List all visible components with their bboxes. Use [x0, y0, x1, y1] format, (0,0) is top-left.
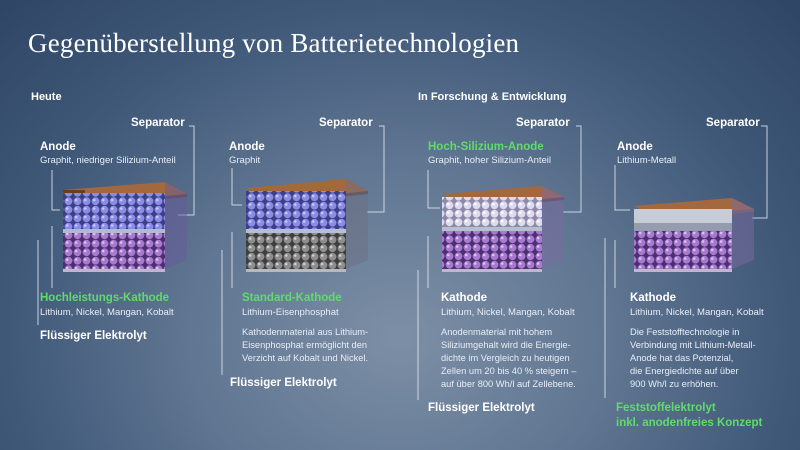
cell2-anode-label: Anode [229, 141, 265, 153]
cell1-separator-label: Separator [131, 117, 185, 129]
cell4-anode-material: Lithium-Metall [617, 155, 677, 166]
cell4-separator-label: Separator [706, 117, 760, 129]
cell2-battery-illustration [246, 179, 368, 272]
cell1-cathode-material: Lithium, Nickel, Mangan, Kobalt [40, 307, 174, 318]
cell4-description: Die Feststofftechnologie in Verbindung m… [630, 326, 756, 391]
cell1-anode-material: Graphit, niedriger Silizium-Anteil [40, 155, 176, 166]
cell3-description: Anodenmaterial mit hohem Siliziumgehalt … [441, 326, 576, 391]
cell3-electrolyte-label: Flüssiger Elektrolyt [428, 402, 535, 414]
cell3-battery-illustration [442, 186, 564, 272]
description-line: dichte im Vergleich zu heutigen [441, 353, 570, 363]
page-title: Gegenüberstellung von Batterietechnologi… [28, 28, 520, 58]
description-line: Die Feststofftechnologie in [630, 327, 740, 337]
description-line: auf über 800 Wh/l auf Zellebene. [441, 379, 576, 389]
cell1-electrolyte-label: Flüssiger Elektrolyt [40, 330, 147, 342]
description-line: Verbindung mit Lithium-Metall- [630, 340, 756, 350]
cell4-electrolyte-note: inkl. anodenfreies Konzept [616, 417, 763, 429]
description-line: Eisenphosphat ermöglicht den [242, 340, 368, 350]
description-line: die Energiedichte auf über [630, 366, 739, 376]
cell4-cathode-material: Lithium, Nickel, Mangan, Kobalt [630, 307, 764, 318]
description-line: Siliziumgehalt wird die Energie- [441, 340, 571, 350]
cell3-anode-material: Graphit, hoher Silizium-Anteil [428, 155, 552, 166]
cell4-battery-illustration [634, 198, 754, 272]
cell3-anode-label: Hoch-Silizium-Anode [428, 141, 544, 153]
section-heading-research: In Forschung & Entwicklung [418, 91, 567, 103]
description-line: Zellen um 20 bis 40 % steigern – [441, 366, 577, 376]
cell4-anode-label: Anode [617, 141, 653, 153]
cell2-description: Kathodenmaterial aus Lithium- Eisenphosp… [242, 326, 368, 365]
cell3-cathode-label: Kathode [441, 292, 487, 304]
cell2-cathode-label: Standard-Kathode [242, 292, 342, 304]
description-line: Verzicht auf Kobalt und Nickel. [242, 353, 369, 363]
cell4-cathode-label: Kathode [630, 292, 676, 304]
cell1-anode-label: Anode [40, 141, 76, 153]
description-line: Anodenmaterial mit hohem [441, 327, 553, 337]
cell2-anode-material: Graphit [229, 155, 261, 166]
section-heading-today: Heute [31, 91, 62, 103]
description-line: Anode hat das Potenzial, [630, 353, 734, 363]
cell4-electrolyte-label: Feststoffelektrolyt [616, 402, 716, 414]
description-line: 900 Wh/l zu erhöhen. [630, 379, 719, 389]
description-line: Kathodenmaterial aus Lithium- [242, 327, 369, 337]
cell2-separator-label: Separator [319, 117, 373, 129]
cell3-cathode-material: Lithium, Nickel, Mangan, Kobalt [441, 307, 575, 318]
cell1-battery-illustration [63, 182, 187, 272]
cell1-cathode-label: Hochleistungs-Kathode [40, 292, 170, 304]
cell2-cathode-material: Lithium-Eisenphosphat [242, 307, 339, 318]
cell3-separator-label: Separator [516, 117, 570, 129]
cell2-electrolyte-label: Flüssiger Elektrolyt [230, 377, 337, 389]
